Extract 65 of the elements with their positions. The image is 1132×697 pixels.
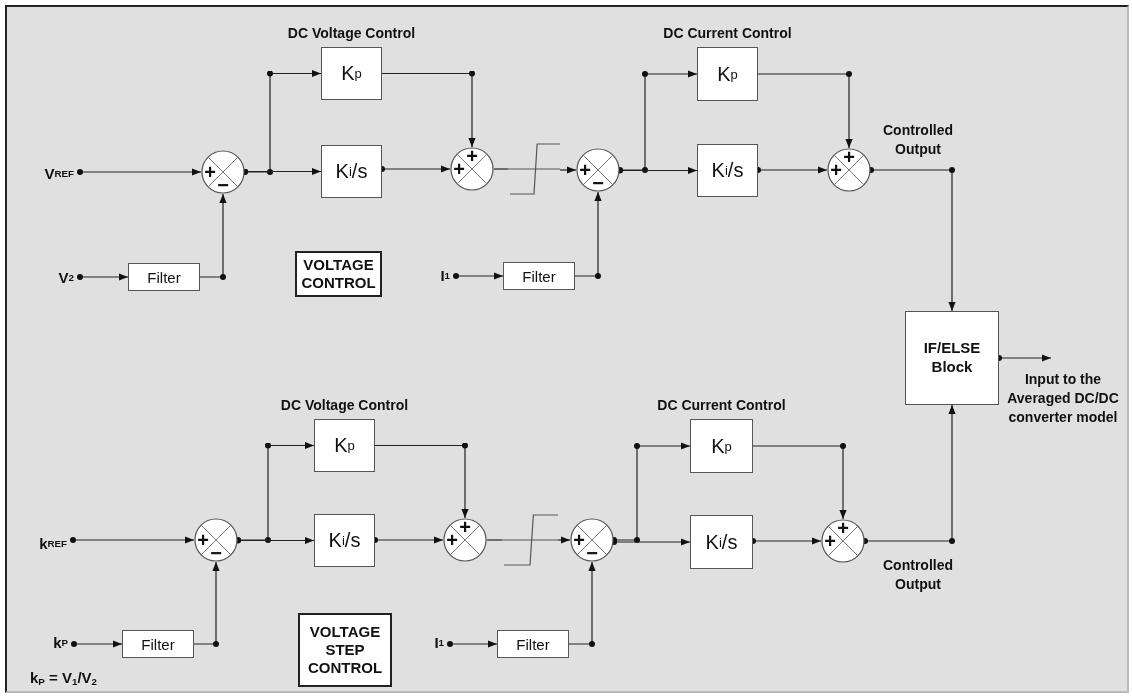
- operator-sign: +: [203, 165, 217, 179]
- formula-note: k$_{P}$ = V$_{1}$/V$_{2}$: [30, 668, 99, 689]
- summing-junction: [821, 519, 865, 563]
- filter-block: Filter: [128, 263, 200, 291]
- arrow: [757, 71, 853, 149]
- arrow: [568, 561, 596, 647]
- arrow: [613, 442, 691, 543]
- arrow: [870, 167, 956, 312]
- arrow: [752, 443, 847, 520]
- arrow: [71, 640, 123, 648]
- limiter-drawing: [502, 514, 558, 566]
- arrow: [447, 640, 498, 648]
- filter-block: Filter: [497, 630, 569, 658]
- arrow: [559, 166, 577, 174]
- operator-sign: −: [216, 178, 230, 192]
- operator-sign: +: [196, 533, 210, 547]
- summing-junction: [443, 518, 487, 562]
- arrow: [199, 193, 227, 280]
- arrow: [193, 561, 220, 647]
- summing-junction: [570, 518, 614, 562]
- arrow: [77, 273, 129, 281]
- section-label-box: VOLTAGE CONTROL: [295, 251, 382, 297]
- output-label: Controlled Output: [882, 121, 954, 159]
- connector-line: [486, 539, 503, 541]
- arrow: [77, 168, 202, 176]
- arrow: [237, 442, 315, 543]
- block-title: DC Current Control: [656, 396, 787, 415]
- block-title: DC Voltage Control: [279, 396, 410, 415]
- arrow: [619, 70, 698, 173]
- summing-junction: [201, 150, 245, 194]
- operator-sign: +: [836, 521, 850, 535]
- operator-sign: −: [209, 546, 223, 560]
- operator-sign: +: [829, 163, 843, 177]
- arrow: [70, 536, 195, 544]
- arrow: [453, 272, 504, 280]
- operator-sign: +: [572, 533, 586, 547]
- block-title: DC Current Control: [662, 24, 793, 43]
- section-label-box: VOLTAGE STEP CONTROL: [298, 613, 392, 687]
- summing-junction: [827, 148, 871, 192]
- limiter-drawing: [508, 143, 560, 195]
- operator-sign: −: [591, 176, 605, 190]
- arrow: [557, 536, 571, 544]
- operator-sign: +: [458, 520, 472, 534]
- connector-line: [493, 168, 509, 170]
- operator-sign: −: [585, 546, 599, 560]
- operator-sign: +: [452, 162, 466, 176]
- arrow: [864, 404, 956, 544]
- operator-sign: +: [465, 149, 479, 163]
- operator-sign: +: [842, 150, 856, 164]
- filter-block: Filter: [503, 262, 575, 290]
- block-title: DC Voltage Control: [286, 24, 417, 43]
- output-label: Input to the Averaged DC/DC converter model: [998, 358, 1128, 428]
- arrow: [374, 443, 469, 519]
- summing-junction: [450, 147, 494, 191]
- filter-block: Filter: [122, 630, 194, 658]
- logic-block: IF/ELSE Block: [905, 311, 999, 405]
- operator-sign: +: [578, 163, 592, 177]
- summing-junction: [576, 148, 620, 192]
- operator-sign: +: [445, 533, 459, 547]
- summing-junction: [194, 518, 238, 562]
- operator-sign: +: [823, 534, 837, 548]
- arrow: [244, 70, 322, 175]
- arrow: [574, 191, 602, 279]
- arrow: [381, 71, 476, 148]
- output-label: Controlled Output: [882, 556, 954, 594]
